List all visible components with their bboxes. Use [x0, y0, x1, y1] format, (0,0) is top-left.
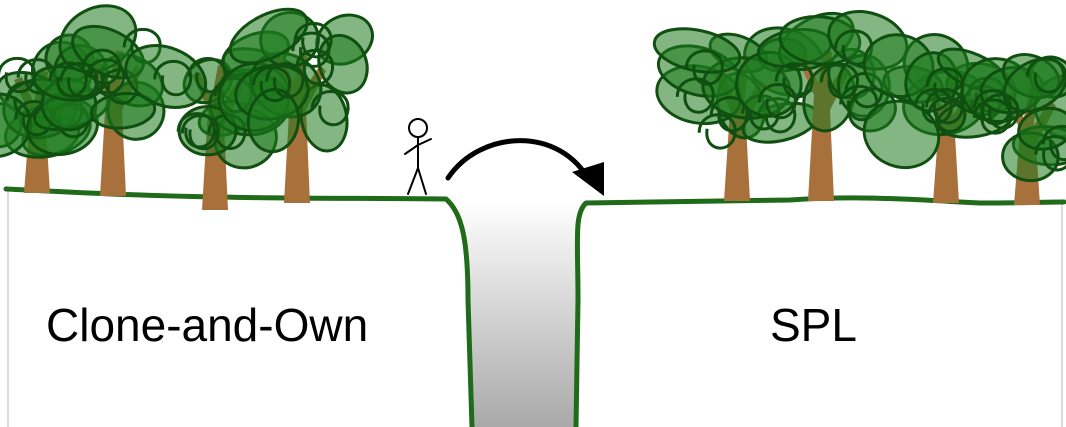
- left-cliff-label: Clone-and-Own: [46, 302, 368, 348]
- curved-arrow-icon: [448, 141, 604, 196]
- stick-figure-icon: [405, 119, 431, 194]
- tree-icon: [212, 0, 381, 203]
- trees: [0, 0, 1066, 210]
- right-cliff-label: SPL: [770, 302, 857, 348]
